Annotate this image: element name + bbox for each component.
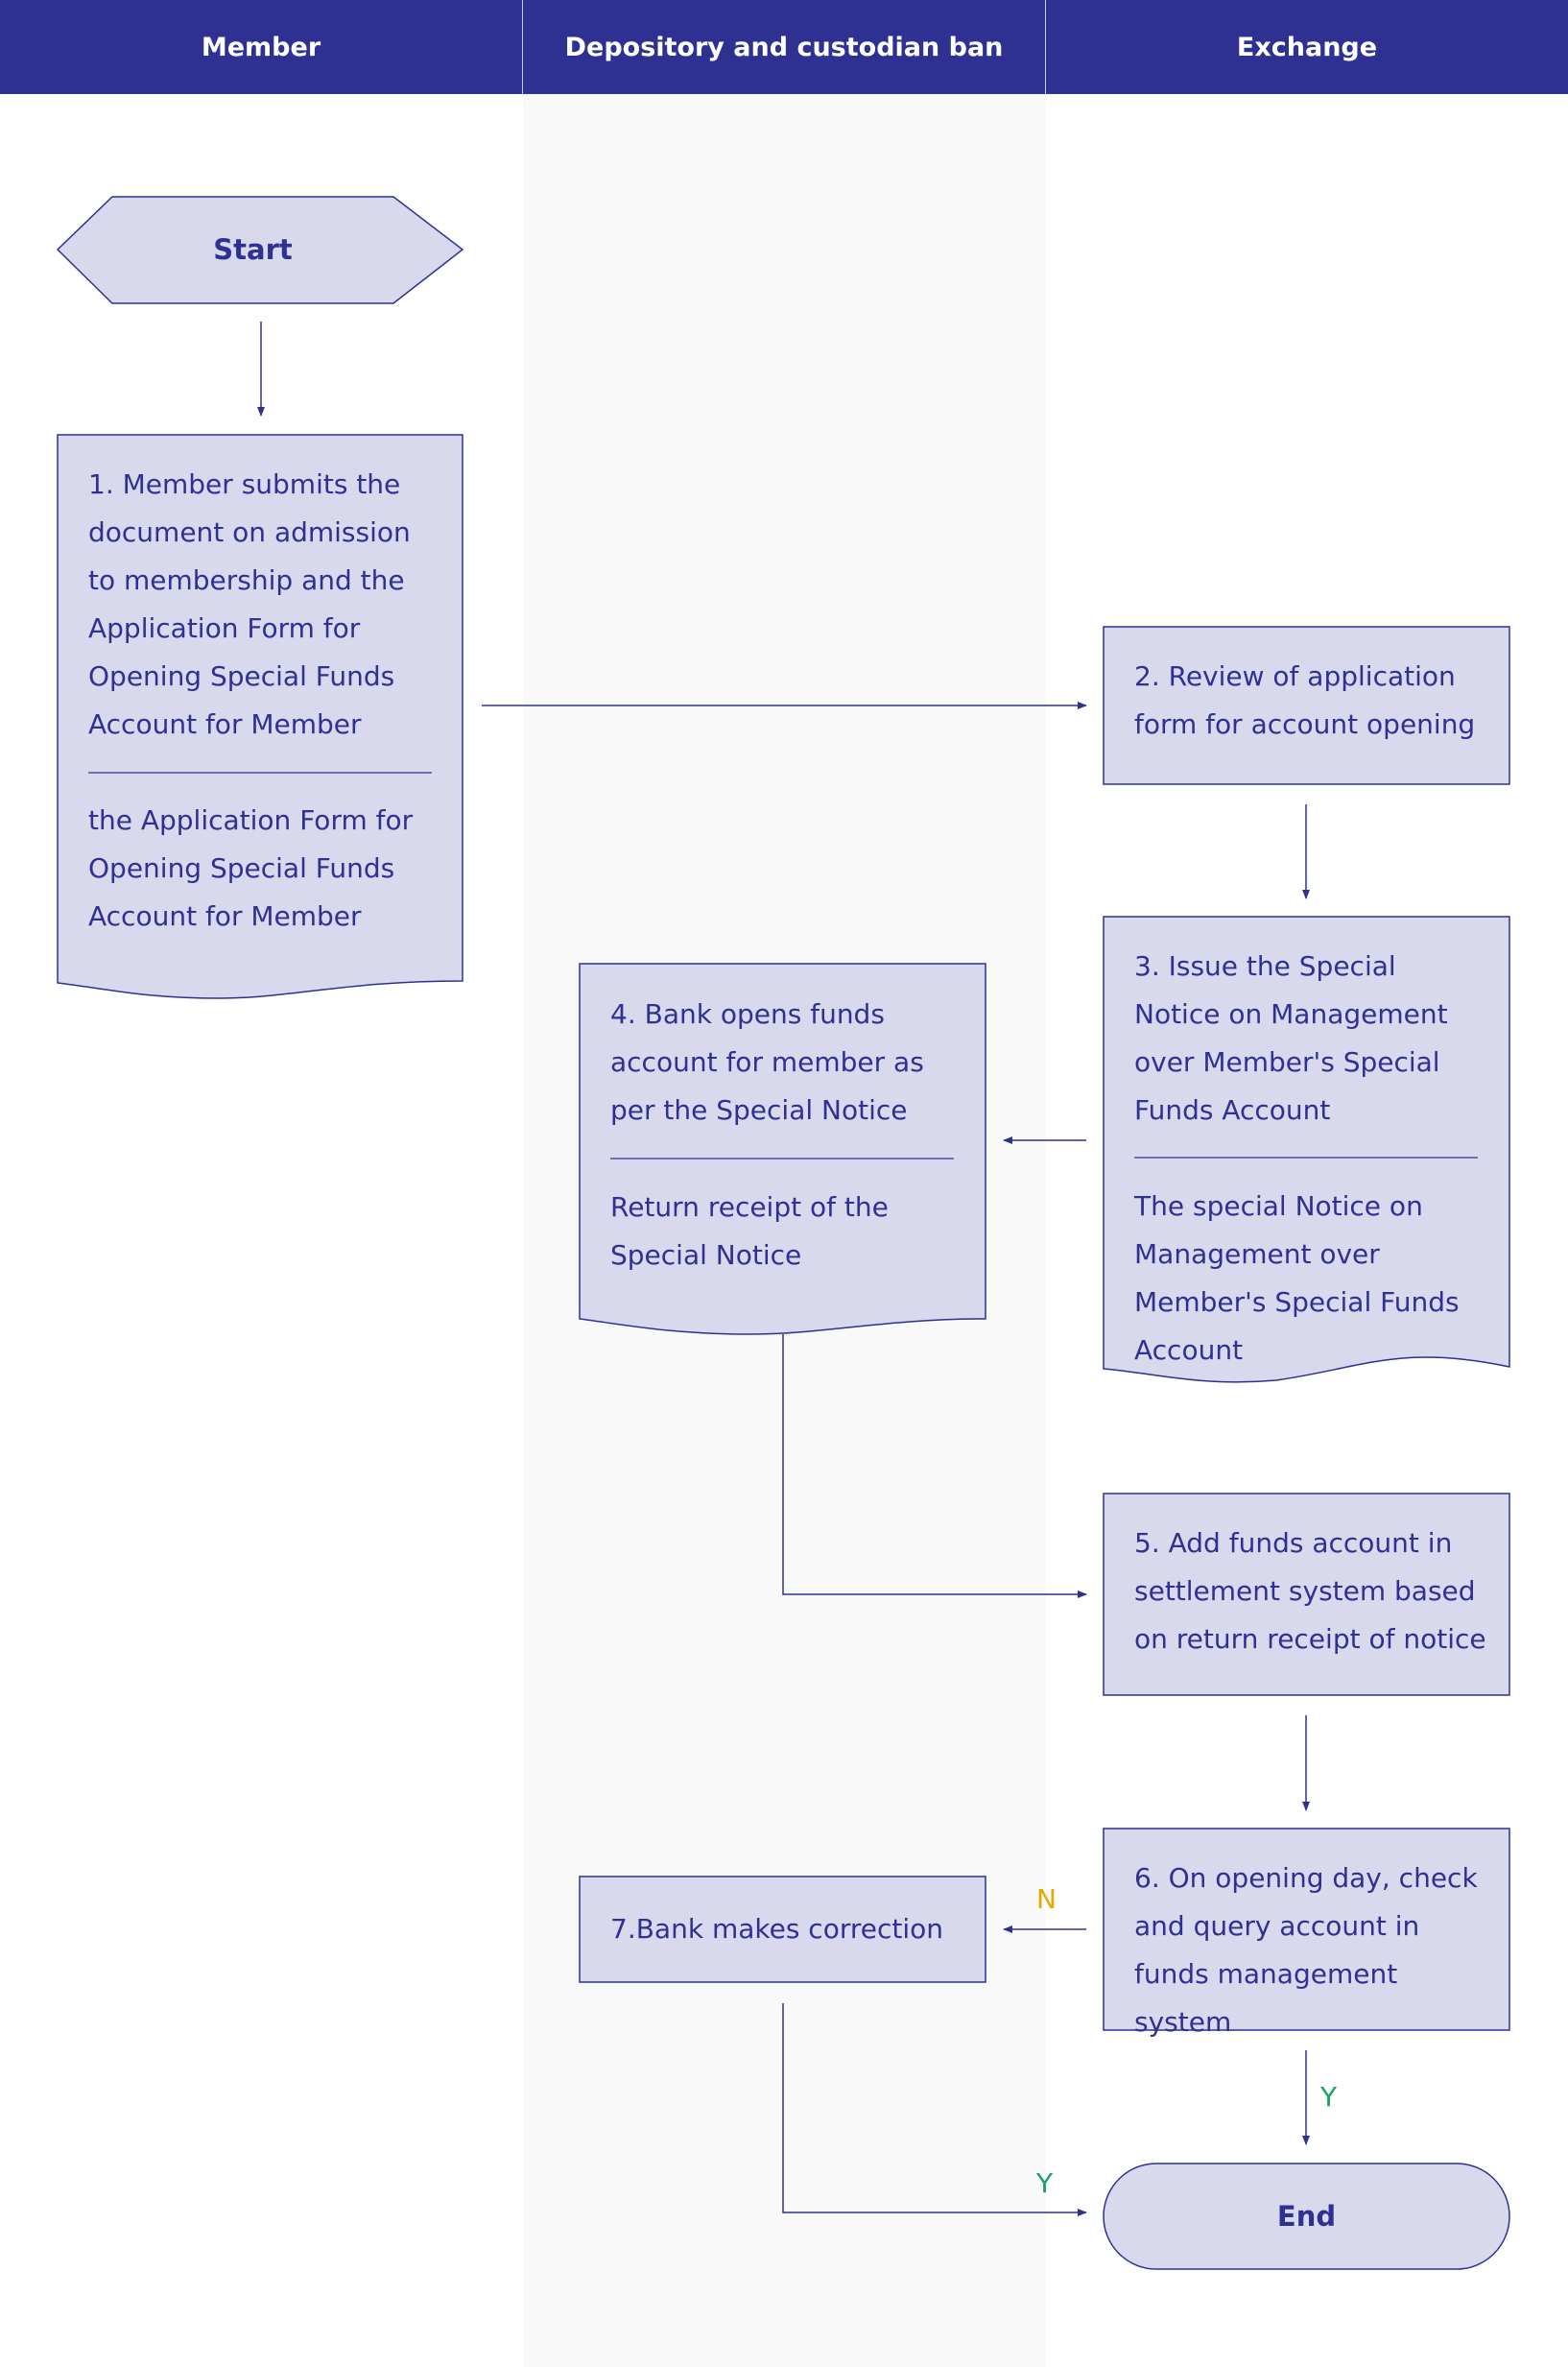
step7-text: 7.Bank makes correction [610,1913,944,1945]
arrow-step7-to-end [782,2003,1087,2216]
step2-box [1103,626,1510,785]
start-label: Start [213,233,293,266]
branch-label-no: N [1036,1883,1057,1915]
step7-box [579,1876,986,1983]
branch-label-yes-step6: Y [1320,2081,1338,2113]
step1-document-text: the Application Form for Opening Special… [88,804,414,932]
end-label: End [1276,2200,1337,2233]
swimlane-header: Member Depository and custodian ban Exch… [0,0,1568,94]
step2-text: 2. Review of application form for accoun… [1134,660,1476,740]
step1-text: 1. Member submits the document on admiss… [88,468,411,740]
step4-document-text: Return receipt of the Special Notice [610,1191,889,1271]
step3-document-shape [1103,916,1510,1383]
step4-text: 4. Bank opens funds account for member a… [610,998,924,1126]
lane-header-bank: Depository and custodian ban [523,0,1046,94]
step6-box [1103,1828,1510,2031]
arrow-step4-to-step5 [782,1334,1087,1598]
step6-text: 6. On opening day, check and query accou… [1134,1862,1478,2038]
end-shape [1103,2163,1510,2270]
step1-document-shape [57,434,463,999]
branch-label-yes-step7: Y [1036,2167,1054,2199]
step3-document-text: The special Notice on Management over Me… [1134,1190,1460,1366]
step5-text: 5. Add funds account in settlement syste… [1134,1527,1486,1655]
step4-document-shape [579,963,986,1335]
step3-text: 3. Issue the Special Notice on Managemen… [1134,950,1448,1126]
lane-header-member: Member [0,0,523,94]
start-shape [56,196,464,304]
lane-header-exchange: Exchange [1236,32,1378,62]
step5-box [1103,1493,1510,1696]
